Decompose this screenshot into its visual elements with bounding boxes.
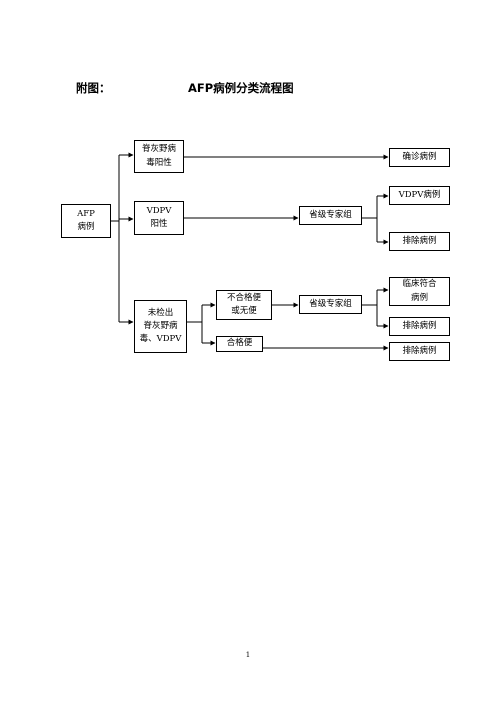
figure-label: 附图：	[76, 81, 111, 95]
node-polio-positive: 脊灰野病 毒阳性	[134, 140, 184, 173]
node-expert-group-1: 省级专家组	[299, 206, 362, 225]
diagram-title: AFP病例分类流程图	[188, 81, 294, 95]
node-vdpv-positive: VDPV 阳性	[134, 201, 184, 235]
node-excluded-case-2: 排除病例	[389, 317, 450, 336]
node-excluded-case-3: 排除病例	[389, 342, 450, 361]
node-confirmed-case: 确诊病例	[389, 148, 450, 167]
page-number: 1	[245, 651, 251, 659]
node-expert-group-2: 省级专家组	[299, 295, 362, 314]
node-not-detected: 未检出 脊灰野病 毒、VDPV	[134, 300, 187, 353]
node-compatible-case: 临床符合 病例	[389, 277, 450, 306]
node-qualified-stool: 合格便	[216, 336, 263, 352]
node-excluded-case-1: 排除病例	[389, 232, 450, 251]
node-vdpv-case: VDPV病例	[389, 186, 450, 205]
node-afp-case: AFP 病例	[61, 204, 111, 238]
node-unqualified-stool: 不合格便 或无便	[216, 290, 272, 320]
